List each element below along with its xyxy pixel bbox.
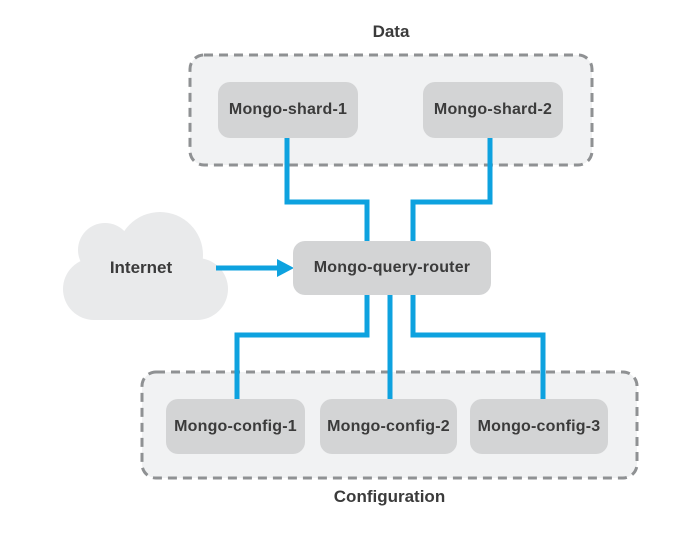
internet-label: Internet [109, 258, 173, 277]
node-mongo-config-2: Mongo-config-2 [320, 399, 457, 454]
node-mongo-config-1: Mongo-config-1 [166, 399, 305, 454]
connector-router-config1 [234, 293, 370, 401]
node-mongo-config-3: Mongo-config-3 [470, 399, 608, 454]
node-mongo-query-router: Mongo-query-router [293, 241, 491, 295]
internet-to-router-arrow-icon [216, 259, 294, 277]
data-group-label: Data [372, 22, 410, 41]
connector-shard1-router [284, 138, 370, 243]
cloud-icon [63, 212, 228, 320]
node-mongo-shard-2-label: Mongo-shard-2 [433, 101, 553, 118]
connector-shard2-router [410, 138, 493, 243]
node-mongo-query-router-label: Mongo-query-router [313, 259, 471, 276]
node-mongo-config-2-label: Mongo-config-2 [327, 417, 450, 435]
node-mongo-config-1-label: Mongo-config-1 [174, 417, 297, 435]
configuration-group-label: Configuration [333, 487, 446, 506]
node-mongo-config-3-label: Mongo-config-3 [477, 417, 601, 435]
node-mongo-shard-1: Mongo-shard-1 [218, 82, 358, 138]
node-mongo-shard-1-label: Mongo-shard-1 [228, 101, 348, 118]
connector-router-config3 [410, 293, 546, 401]
node-mongo-shard-2: Mongo-shard-2 [423, 82, 563, 138]
